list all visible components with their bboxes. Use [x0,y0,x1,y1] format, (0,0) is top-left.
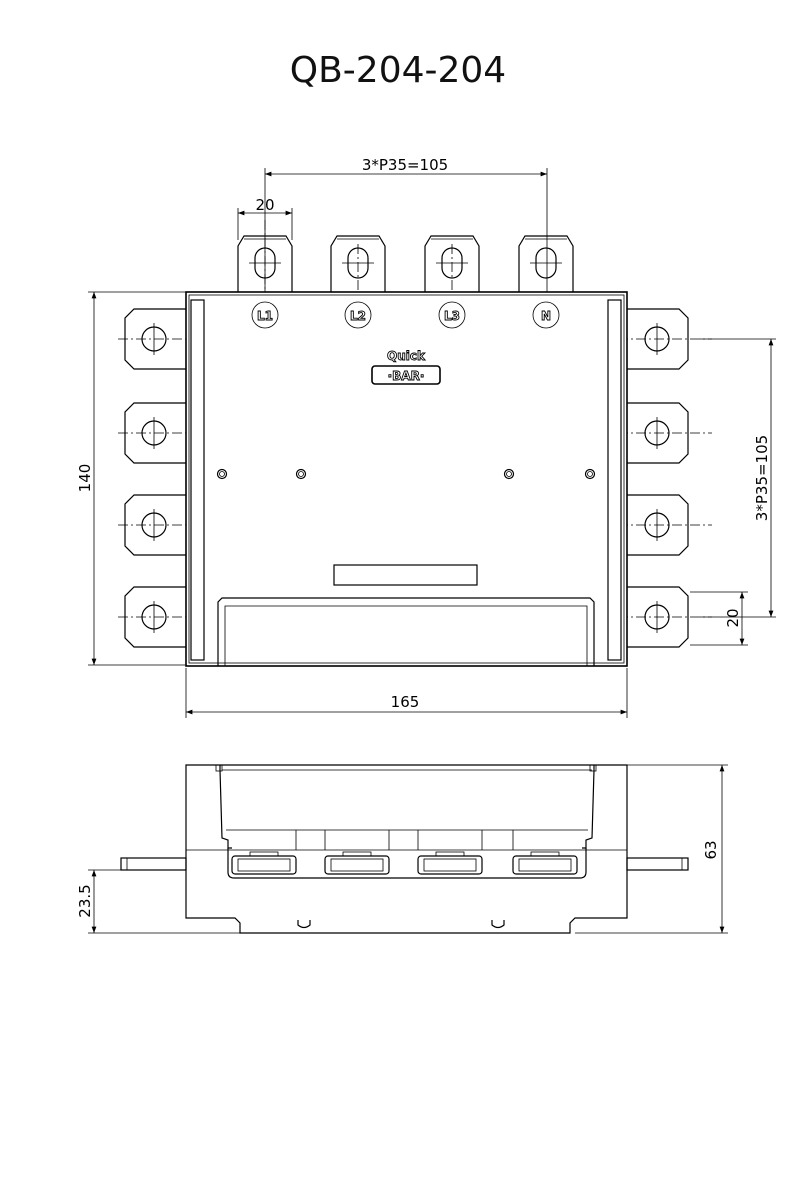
terminal-tab-l1 [237,220,293,300]
terminal-tab-l2 [330,235,386,300]
terminal-tab-l3 [424,235,480,300]
label-plate [333,564,478,586]
quickbar-logo: Quick ·BAR· [371,349,441,385]
dim-tab-right-label: 20 [724,608,742,627]
terminal-labels: L1 L2 L3 N [251,301,560,329]
right-rod [626,857,689,871]
dim-width: 165 [185,668,628,718]
main-body [185,291,628,667]
dim-pitch-top: 3*P35=105 [264,156,548,300]
right-rail [607,299,622,661]
dim-rod-height-label: 23.5 [76,884,94,917]
left-rail [190,299,205,661]
dim-tab-width-label: 20 [255,196,274,214]
dim-pitch-right: 3*P35=105 [700,338,776,618]
drawing-title: QB-204-204 [290,50,506,91]
dim-total-height: 63 [575,764,728,934]
terminal-label-l2: L2 [350,309,366,323]
dim-rod-height: 23.5 [76,869,240,934]
dim-pitch-right-label: 3*P35=105 [753,435,771,521]
side-terminals [231,830,578,875]
dim-pitch-top-label: 3*P35=105 [362,156,448,174]
dim-width-label: 165 [391,693,420,711]
terminal-label-l3: L3 [444,309,460,323]
dim-height: 140 [76,291,186,666]
top-terminal-tabs [237,220,574,300]
left-rod [120,857,187,871]
dim-total-height-label: 63 [702,840,720,859]
terminal-label-n: N [541,309,551,323]
logo-bar: ·BAR· [388,369,425,383]
terminal-tab-n [518,235,574,292]
dim-tab-right: 20 [690,591,748,646]
terminal-housing [227,848,587,879]
dim-height-label: 140 [76,464,94,493]
bottom-cover [217,597,595,666]
terminal-label-l1: L1 [257,309,273,323]
side-cover-left [219,765,232,849]
side-body [185,764,628,934]
top-view: 3*P35=105 20 [76,156,776,718]
dim-tab-width: 20 [237,196,293,240]
logo-quick: Quick [387,349,426,363]
side-view: 63 23.5 [76,764,728,934]
